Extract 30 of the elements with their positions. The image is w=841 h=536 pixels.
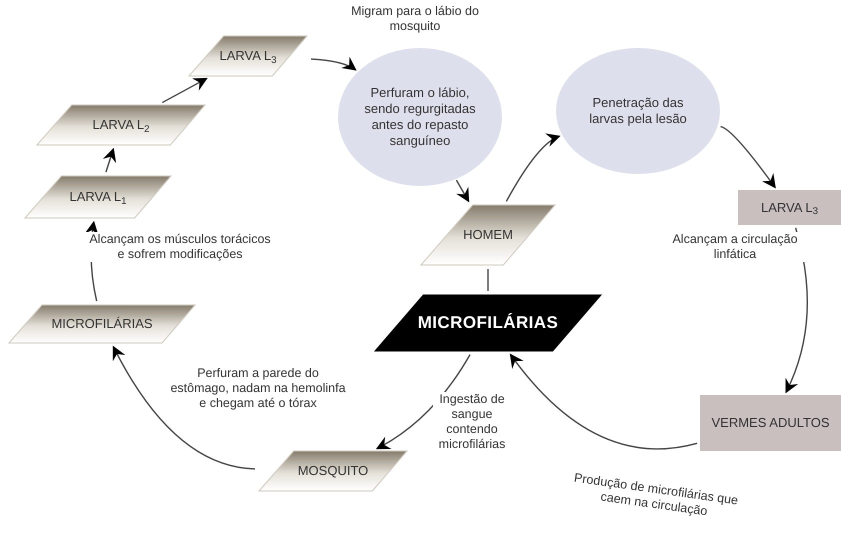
node-label: MOSQUITO xyxy=(298,462,368,480)
arrow xyxy=(310,57,357,71)
node-label: LARVA L$_{1}$ xyxy=(70,188,126,207)
arrow xyxy=(112,346,256,470)
stage-parallelogram xyxy=(24,175,172,219)
stage-parallelogram xyxy=(36,104,206,146)
arrow xyxy=(510,354,698,450)
arrow xyxy=(506,134,561,202)
arrow xyxy=(162,78,208,104)
stage-parallelogram xyxy=(420,204,556,266)
node-label: HOMEM xyxy=(463,226,513,244)
stage-parallelogram xyxy=(374,294,602,352)
node-label: LARVA L$_{3}$ xyxy=(220,47,276,66)
stage-box xyxy=(738,190,841,225)
stage-parallelogram xyxy=(258,450,408,492)
edge-label: Perfuram a parede do estômago, nadam na hemolinfa e chegam até o tórax xyxy=(168,366,348,411)
node-label: Penetração das larvas pela lesão xyxy=(588,95,688,127)
arrow xyxy=(720,126,776,188)
arrow xyxy=(102,148,116,172)
arrow xyxy=(456,180,470,202)
node-label: Perfuram o lábio, sendo regurgitadas antes do repasto sanguíneo xyxy=(363,85,477,149)
stage-box xyxy=(700,395,841,451)
node-label: VERMES ADULTOS xyxy=(712,414,830,432)
node-label: MICROFILÁRIAS xyxy=(51,315,153,334)
node-label: LARVA L$_{3}$ xyxy=(761,198,818,218)
stage-parallelogram xyxy=(188,35,308,77)
node-label: MICROFILÁRIAS xyxy=(418,312,558,334)
stage-parallelogram xyxy=(8,304,196,344)
arrow xyxy=(376,354,471,450)
node-label: LARVA L$_{2}$ xyxy=(92,116,150,135)
